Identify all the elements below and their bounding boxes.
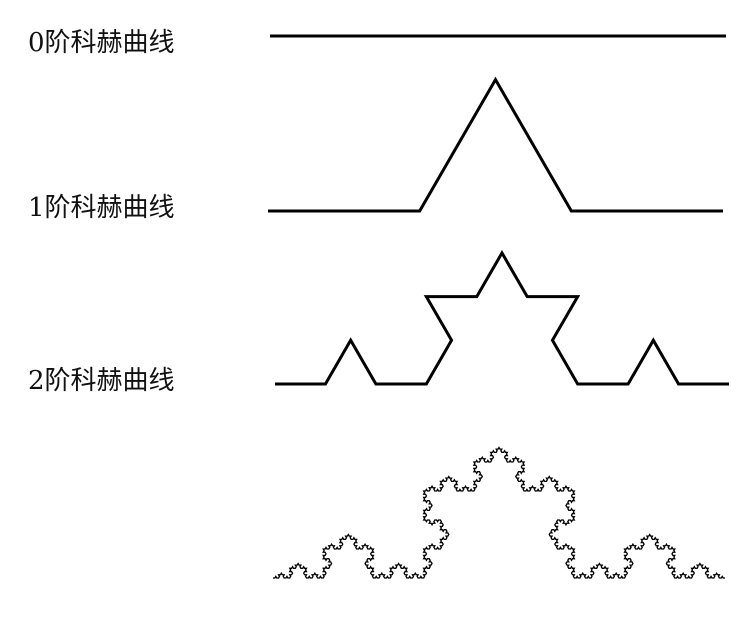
koch-curve-order-5	[273, 446, 725, 579]
label-order-1: 1阶科赫曲线	[28, 193, 175, 223]
koch-curve-order-2	[275, 249, 729, 386]
label-order-2: 2阶科赫曲线	[28, 366, 175, 396]
koch-curve-order-1	[268, 76, 723, 213]
label-order-0: 0阶科赫曲线	[28, 28, 175, 58]
